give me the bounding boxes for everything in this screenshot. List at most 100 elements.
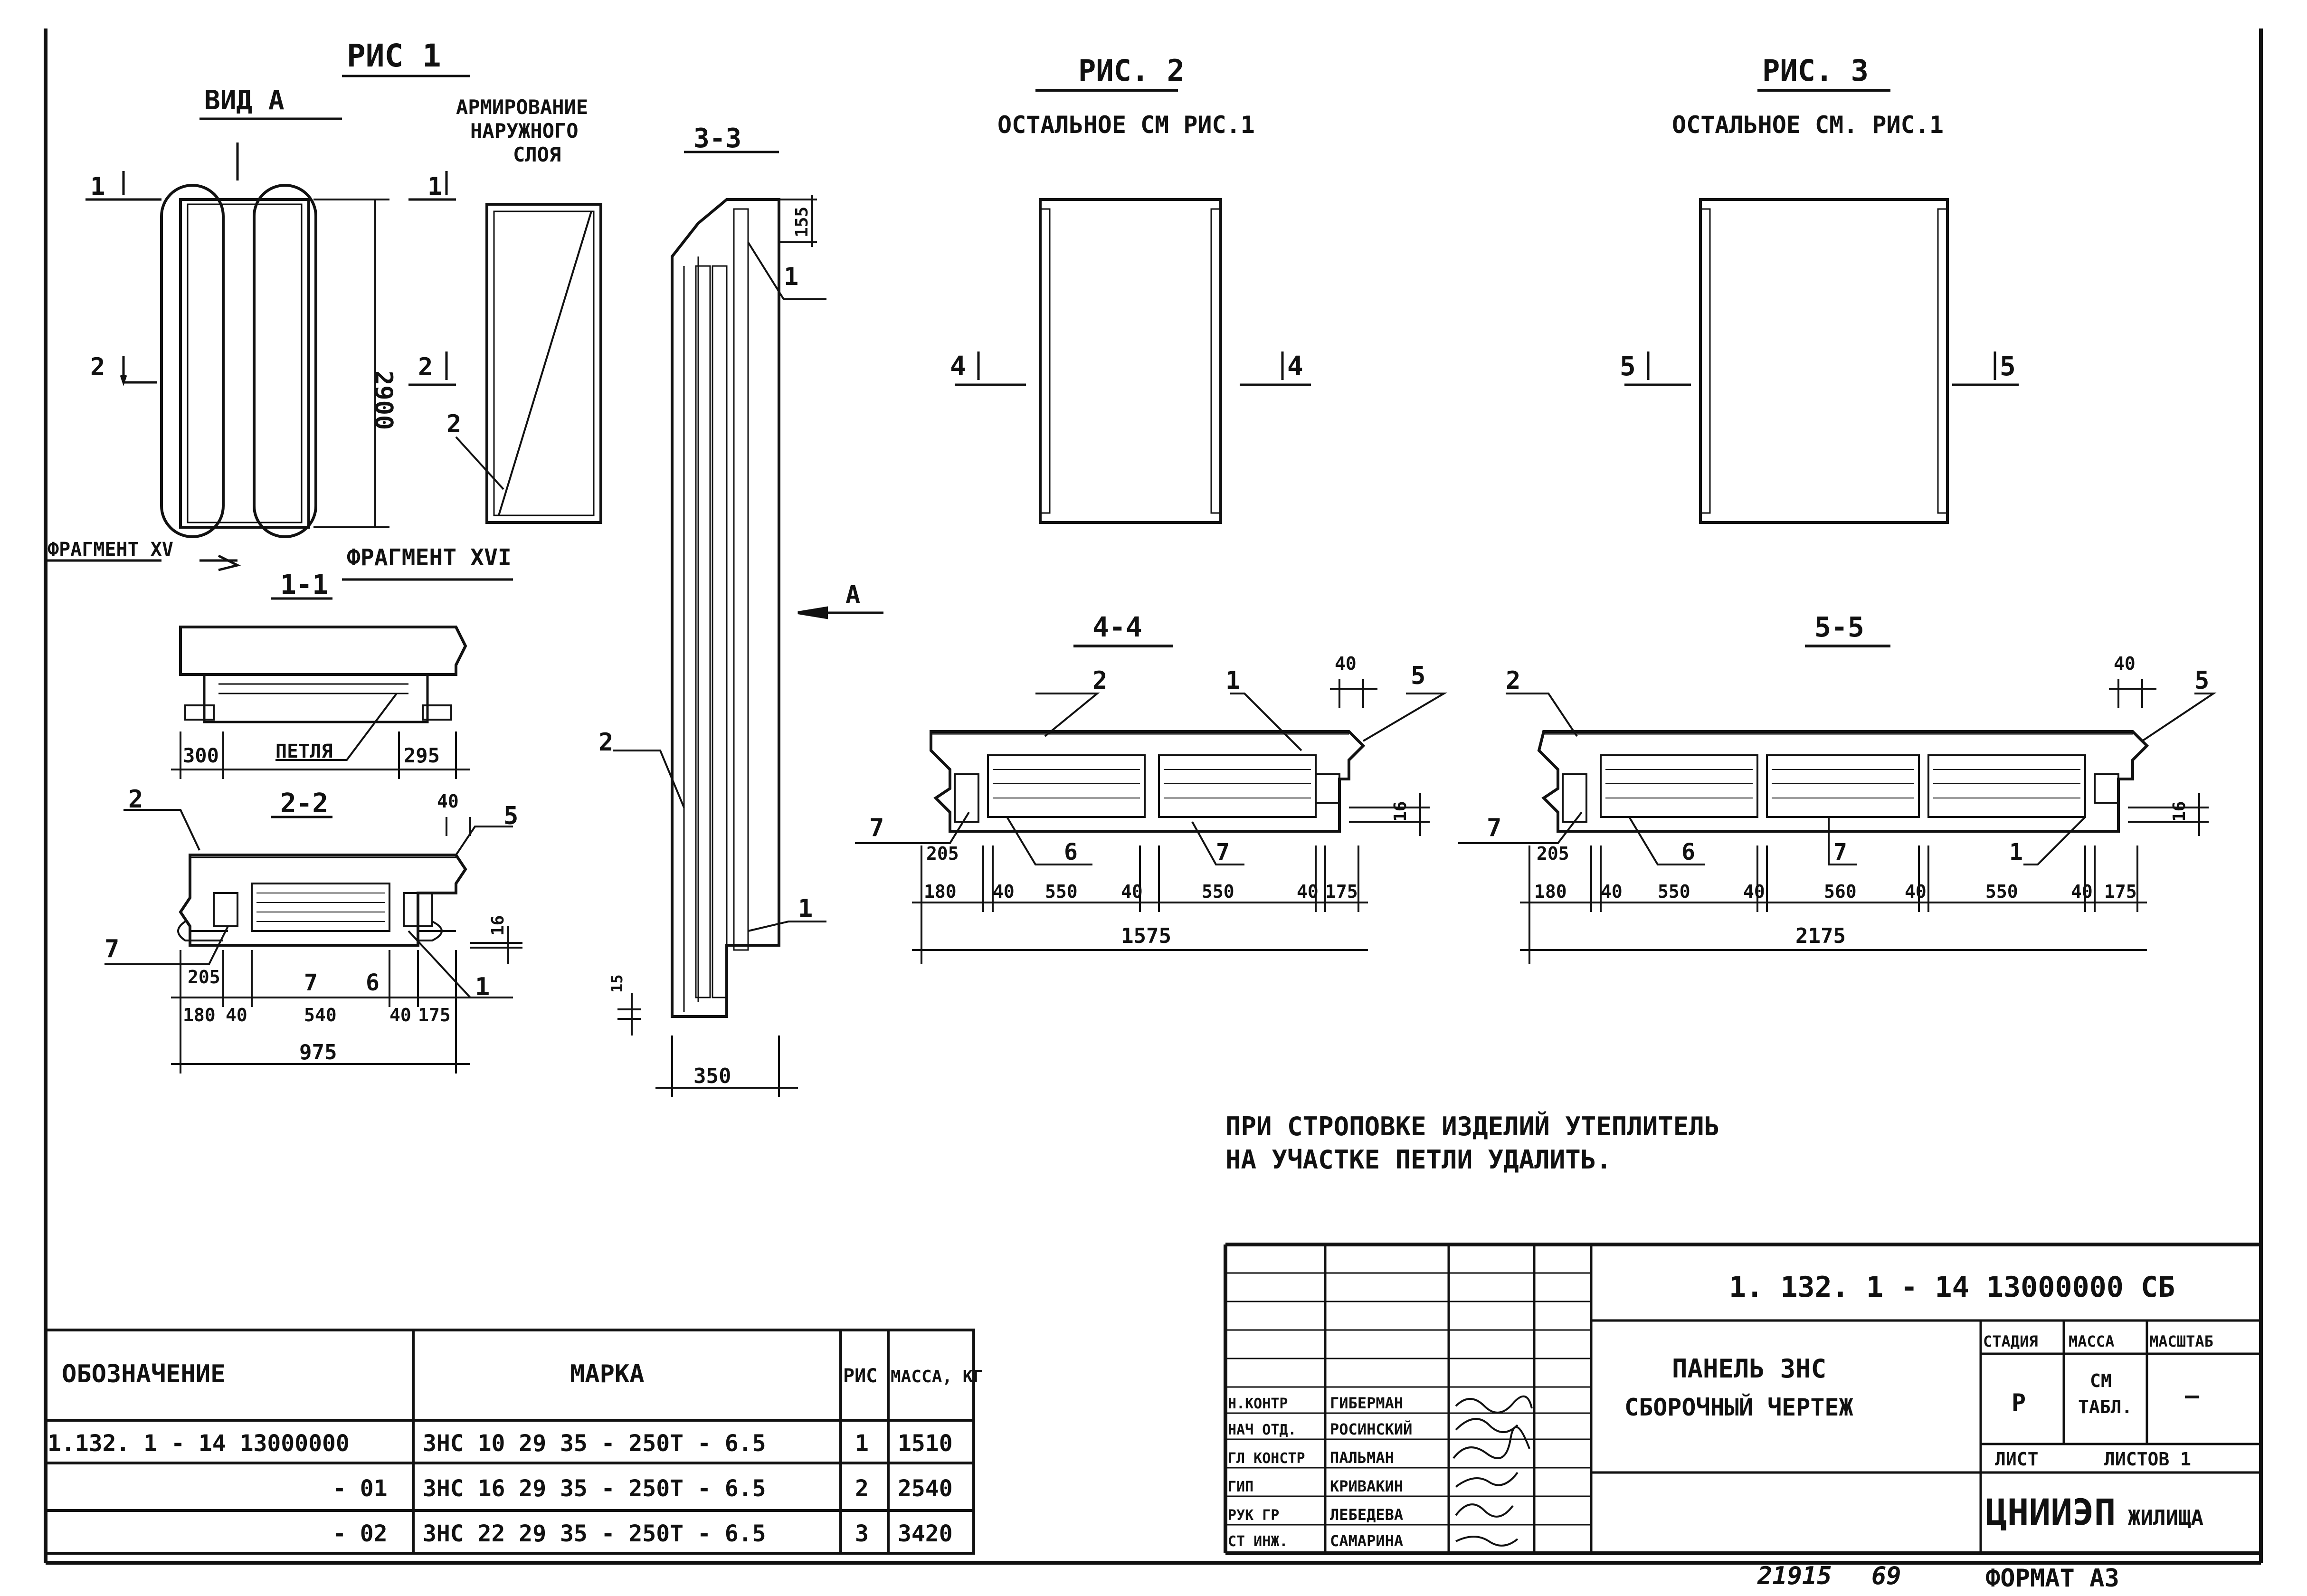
spec-row1-fig: 1 [855, 1430, 869, 1457]
dim-4-4-40-top: 40 [1335, 653, 1357, 674]
signer-role-2: НАЧ ОТД. [1228, 1422, 1297, 1438]
callout-5-3: 5 [2194, 666, 2209, 695]
dim-5-5-total: 2175 [1795, 924, 1846, 948]
dim-5-5-180: 180 [1534, 881, 1567, 902]
fig3-note: ОСТАЛЬНОЕ СМ. РИС.1 [1672, 111, 1944, 139]
callout-2-3: 2 [446, 410, 461, 438]
callout-6-3: 6 [1681, 839, 1695, 865]
fig2-cut-right: 4 [1287, 351, 1303, 382]
reinforcement-line-2: НАРУЖНОГО [470, 119, 579, 142]
callout-6-2: 6 [1064, 839, 1078, 865]
fig2-title: РИС. 2 [1078, 53, 1185, 88]
dim-2-2-total: 975 [299, 1040, 337, 1064]
callout-2-5: 2 [128, 785, 143, 814]
dim-4-4-40a: 40 [993, 881, 1015, 902]
reinforcement-line-1: АРМИРОВАНИЕ [456, 95, 588, 119]
loop-label: ПЕТЛЯ [275, 741, 332, 762]
callout-1-7: 1 [2009, 839, 2023, 865]
section-2-2-title: 2-2 [280, 788, 328, 819]
dim-4-4-180: 180 [924, 881, 957, 902]
fig1-title: РИС 1 [347, 38, 441, 74]
dim-4-4-16: 16 [1391, 801, 1410, 822]
dim-5-5-16: 16 [2170, 801, 2189, 822]
note-line-1: ПРИ СТРОПОВКЕ ИЗДЕЛИЙ УТЕПЛИТЕЛЬ [1225, 1112, 1719, 1141]
footer-page: 69 [1871, 1562, 1901, 1590]
linework [44, 28, 2263, 1565]
dim-5-5-40c: 40 [1905, 881, 1927, 902]
callout-2-6: 2 [1092, 666, 1107, 695]
dim-2-2-40-top: 40 [437, 791, 459, 812]
sheets-label: ЛИСТОВ 1 [2104, 1449, 2191, 1470]
fragment-15-label: ФРАГМЕНТ XV [47, 539, 173, 560]
callout-2-7: 2 [1506, 666, 1520, 695]
dim-5-5-40d: 40 [2071, 881, 2093, 902]
spec-header-mass: МАССА, КГ [891, 1367, 983, 1387]
section-3-3-title: 3-3 [693, 123, 741, 154]
dim-4-4-40c: 40 [1297, 881, 1319, 902]
dim-5-5-40a: 40 [1601, 881, 1623, 902]
spec-header-mark: МАРКА [570, 1360, 645, 1388]
document-code: 1. 132. 1 - 14 13000000 СБ [1729, 1271, 2175, 1304]
signer-role-3: ГЛ КОНСТР [1228, 1450, 1305, 1467]
callout-1-5: 1 [475, 973, 490, 1001]
fig2-note: ОСТАЛЬНОЕ СМ РИС.1 [997, 111, 1255, 139]
signer-name-5: ЛЕБЕДЕВА [1330, 1506, 1403, 1524]
callout-7-3: 7 [869, 814, 884, 842]
stage-header: СТАДИЯ [1983, 1332, 2038, 1350]
signer-role-5: РУК ГР [1228, 1507, 1279, 1524]
section-1-1-title: 1-1 [280, 570, 328, 600]
fig3-cut-left: 5 [1620, 351, 1636, 382]
spec-row3-fig: 3 [855, 1520, 869, 1547]
signer-name-1: ГИБЕРМАН [1330, 1394, 1403, 1412]
note-line-2: НА УЧАСТКЕ ПЕТЛИ УДАЛИТЬ. [1225, 1145, 1612, 1175]
organization-subname: ЖИЛИЩА [2128, 1506, 2203, 1530]
spec-header-designation: ОБОЗНАЧЕНИЕ [62, 1360, 225, 1388]
fragment-16-label: ФРАГМЕНТ XVI [347, 544, 512, 571]
dim-155: 155 [792, 207, 812, 238]
section-5-5-title: 5-5 [1814, 611, 1864, 643]
fig2-cut-left: 4 [950, 351, 966, 382]
dim-2-2-540: 540 [304, 1005, 337, 1026]
spec-row3-mark: 3НС 22 29 35 - 250Т - 6.5 [423, 1520, 766, 1547]
callout-7-4: 7 [1216, 839, 1230, 865]
scale-value: — [2185, 1382, 2200, 1409]
dim-5-5-175: 175 [2104, 881, 2137, 902]
dim-4-4-550a: 550 [1045, 881, 1078, 902]
dim-2-2-40b: 40 [389, 1005, 411, 1026]
mass-value-1: СМ [2090, 1370, 2112, 1391]
signer-role-4: ГИП [1228, 1479, 1253, 1495]
reinforcement-line-3: СЛОЯ [513, 143, 561, 166]
footer-format: ФОРМАТ А3 [1985, 1564, 2119, 1593]
dim-4-4-175: 175 [1325, 881, 1358, 902]
signatures [1453, 1395, 1533, 1547]
dim-1-1-295: 295 [404, 744, 440, 767]
callout-1-6: 1 [1225, 666, 1240, 695]
footer-number: 21915 [1757, 1562, 1832, 1590]
signer-name-4: КРИВАКИН [1330, 1477, 1403, 1495]
callout-1-3: 1 [784, 263, 798, 291]
callout-1-4: 1 [798, 894, 813, 923]
dim-5-5-560: 560 [1824, 881, 1857, 902]
fig3-title: РИС. 3 [1762, 53, 1869, 88]
dim-2-2-40a: 40 [226, 1005, 247, 1026]
spec-row1-mass: 1510 [898, 1430, 953, 1457]
dim-2-2-180: 180 [183, 1005, 216, 1026]
callout-5-1: 5 [503, 802, 518, 830]
height-dimension: 2900 [369, 370, 398, 430]
sheet-label: ЛИСТ [1995, 1449, 2039, 1470]
fig3-cut-right: 5 [2000, 351, 2016, 382]
signer-name-3: ПАЛЬМАН [1330, 1449, 1394, 1467]
scale-header: МАСШТАБ [2149, 1332, 2213, 1350]
signer-name-6: САМАРИНА [1330, 1532, 1403, 1550]
spec-row1-designation: 1.132. 1 - 14 13000000 [47, 1430, 350, 1457]
callout-2-4: 2 [598, 728, 613, 757]
spec-row2-mark: 3НС 16 29 35 - 250Т - 6.5 [423, 1475, 766, 1502]
callout-7-5: 7 [1487, 814, 1501, 842]
dim-15: 15 [608, 974, 626, 993]
view-a-label: ВИД А [204, 85, 285, 116]
dim-2-2-175: 175 [418, 1005, 451, 1026]
mass-value-2: ТАБЛ. [2078, 1396, 2132, 1417]
signer-role-1: Н.КОНТР [1228, 1396, 1288, 1412]
signer-name-2: РОСИНСКИЙ [1330, 1420, 1412, 1438]
